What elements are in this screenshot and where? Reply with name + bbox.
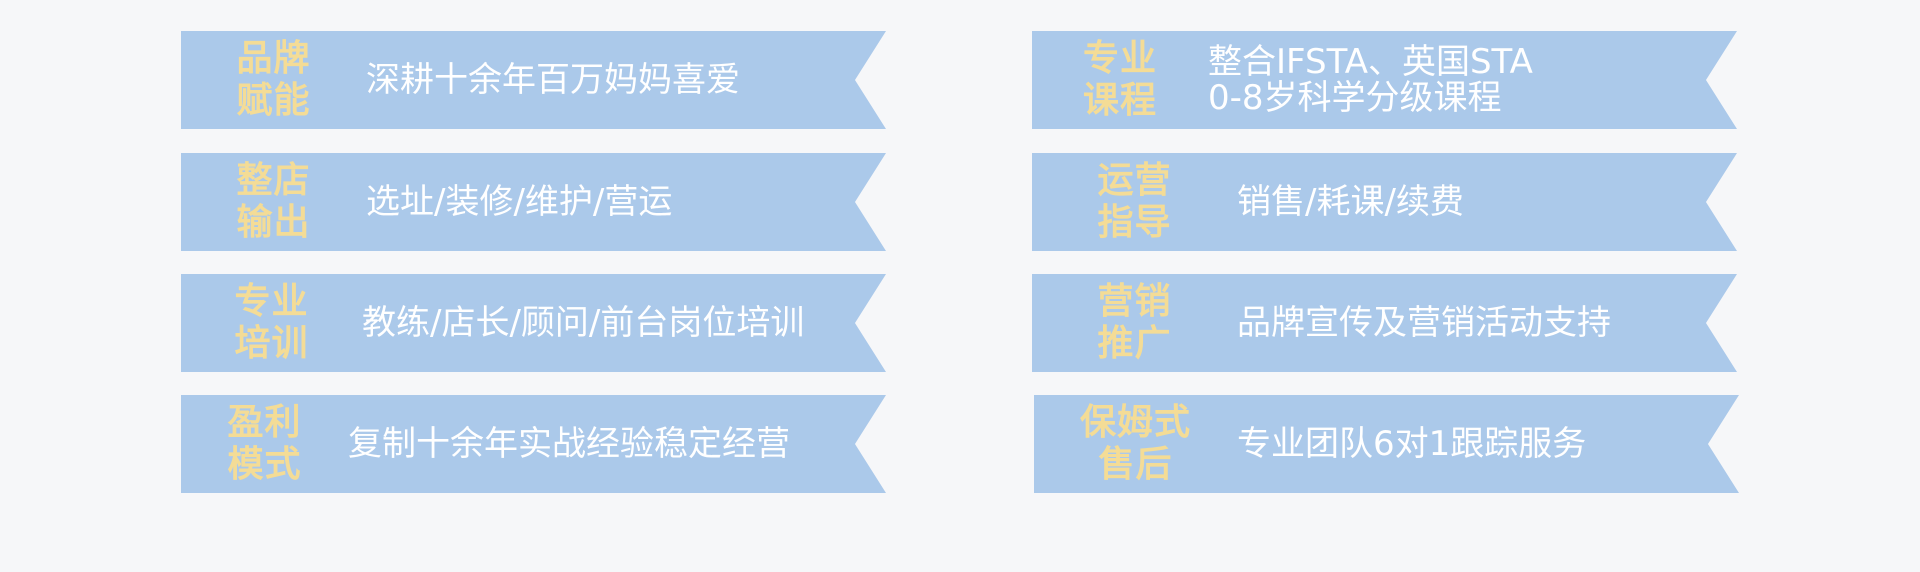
tag-line-1: 盈利 bbox=[227, 402, 302, 443]
tag-line-2: 输出 bbox=[236, 202, 311, 243]
banner-description: 品牌宣传及营销活动支持 bbox=[1237, 305, 1611, 341]
banner-tag: 整店 输出 bbox=[181, 160, 366, 244]
banner-tag: 营销 推广 bbox=[1032, 281, 1237, 365]
banner-description: 专业团队6对1跟踪服务 bbox=[1237, 426, 1586, 462]
banner-store-output: 整店 输出 选址/装修/维护/营运 bbox=[181, 153, 886, 251]
banner-tag: 专业 培训 bbox=[181, 281, 362, 365]
tag-line-1: 运营 bbox=[1097, 160, 1172, 201]
desc-line-1: 教练/店长/顾问/前台岗位培训 bbox=[362, 303, 805, 343]
tag-line-1: 专业 bbox=[234, 281, 309, 322]
banner-profit-model: 盈利 模式 复制十余年实战经验稳定经营 bbox=[181, 395, 886, 493]
tag-line-2: 课程 bbox=[1082, 80, 1157, 121]
banner-description: 整合IFSTA、英国STA 0-8岁科学分级课程 bbox=[1208, 44, 1533, 116]
tag-line-1: 保姆式 bbox=[1079, 402, 1191, 443]
tag-line-2: 推广 bbox=[1097, 323, 1172, 364]
desc-line-1: 品牌宣传及营销活动支持 bbox=[1237, 303, 1611, 343]
tag-line-2: 指导 bbox=[1097, 202, 1172, 243]
banner-nanny-aftersales: 保姆式 售后 专业团队6对1跟踪服务 bbox=[1034, 395, 1739, 493]
tag-line-1: 营销 bbox=[1097, 281, 1172, 322]
tag-line-2: 售后 bbox=[1098, 444, 1173, 485]
desc-line-1: 复制十余年实战经验稳定经营 bbox=[348, 424, 790, 464]
tag-line-1: 专业 bbox=[1082, 38, 1157, 79]
banner-description: 教练/店长/顾问/前台岗位培训 bbox=[362, 305, 804, 341]
tag-line-2: 赋能 bbox=[236, 80, 311, 121]
banner-professional-training: 专业 培训 教练/店长/顾问/前台岗位培训 bbox=[181, 274, 886, 372]
desc-line-1: 选址/装修/维护/营运 bbox=[366, 182, 673, 222]
banner-operation-guidance: 运营 指导 销售/耗课/续费 bbox=[1032, 153, 1737, 251]
desc-line-1: 整合IFSTA、英国STA bbox=[1208, 42, 1533, 82]
banner-tag: 盈利 模式 bbox=[181, 402, 348, 486]
banner-tag: 专业 课程 bbox=[1032, 38, 1208, 122]
banner-tag: 品牌 赋能 bbox=[181, 38, 366, 122]
desc-line-1: 专业团队6对1跟踪服务 bbox=[1237, 424, 1587, 464]
banner-description: 复制十余年实战经验稳定经营 bbox=[348, 426, 790, 462]
banner-description: 销售/耗课/续费 bbox=[1237, 184, 1464, 220]
tag-line-1: 品牌 bbox=[236, 38, 311, 79]
banner-description: 选址/装修/维护/营运 bbox=[366, 184, 672, 220]
banner-marketing-promotion: 营销 推广 品牌宣传及营销活动支持 bbox=[1032, 274, 1737, 372]
tag-line-2: 模式 bbox=[227, 444, 302, 485]
desc-line-2: 0-8岁科学分级课程 bbox=[1208, 78, 1502, 118]
banner-brand-empowerment: 品牌 赋能 深耕十余年百万妈妈喜爱 bbox=[181, 31, 886, 129]
desc-line-1: 深耕十余年百万妈妈喜爱 bbox=[366, 60, 740, 100]
banner-professional-courses: 专业 课程 整合IFSTA、英国STA 0-8岁科学分级课程 bbox=[1032, 31, 1737, 129]
tag-line-2: 培训 bbox=[234, 323, 309, 364]
tag-line-1: 整店 bbox=[236, 160, 311, 201]
desc-line-1: 销售/耗课/续费 bbox=[1237, 182, 1464, 222]
banner-tag: 保姆式 售后 bbox=[1034, 402, 1237, 486]
banner-tag: 运营 指导 bbox=[1032, 160, 1237, 244]
banner-description: 深耕十余年百万妈妈喜爱 bbox=[366, 62, 740, 98]
